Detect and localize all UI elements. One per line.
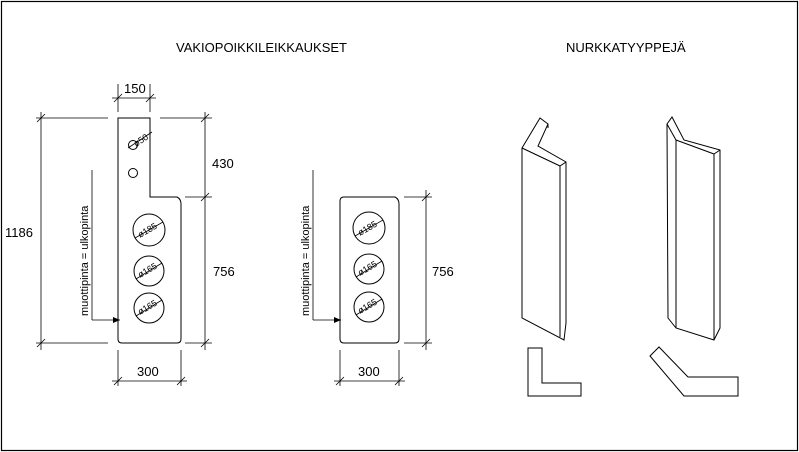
section-b-hole-3: ø165 [353,291,385,323]
section-a-small-hole-label: ø50 [132,132,150,149]
section-b-dim-300: 300 [334,350,405,386]
section-a: ø50 ø185 ø165 ø165 150 [5,81,235,386]
section-b-hole-2: ø165 [353,253,385,285]
section-a-side-note: muottipinta = ulkopinta [79,170,120,323]
section-a-small-hole-2 [128,168,138,178]
standard-sections-heading: VAKIOPOIKKILEIKKAUKSET [176,40,347,55]
section-a-dim-1186: 1186 [5,112,108,350]
section-a-small-hole [128,140,138,150]
svg-text:300: 300 [358,364,380,379]
section-a-small-hole-leader [127,131,153,149]
section-a-hole-2-label: ø165 [136,261,159,280]
corner-2-3d-outline [666,116,721,341]
section-a-hole-3: ø165 [133,292,165,324]
corner-type-2 [649,116,739,397]
section-b-hole-1: ø185 [352,211,386,245]
section-a-hole-1-label: ø185 [136,221,159,240]
section-b-side-note: muottipinta = ulkopinta [300,170,341,323]
svg-text:muottipinta = ulkopinta: muottipinta = ulkopinta [79,205,91,316]
corner-2-plan [649,346,739,397]
section-a-dim-300: 300 [112,350,187,386]
section-a-hole-3-label: ø165 [136,298,159,317]
section-b-outline [339,196,400,344]
svg-text:300: 300 [137,364,159,379]
section-b-hole-2-label: ø165 [356,259,379,278]
section-b-hole-1-label: ø185 [356,219,379,238]
corner-type-1 [521,117,582,397]
section-a-hole-1: ø185 [132,213,166,247]
corner-types-heading: NURKKATYYPPEJÄ [566,40,686,55]
section-b-hole-3-label: ø165 [356,297,379,316]
section-b: ø185 ø165 ø165 300 756 [300,170,454,386]
svg-text:150: 150 [124,81,146,96]
section-a-hole-2: ø165 [133,255,165,287]
section-a-dim-150: 150 [112,81,156,112]
svg-text:1186: 1186 [5,225,33,240]
section-b-dim-756: 756 [404,190,454,350]
section-a-dim-right: 430 756 [160,112,235,350]
svg-text:756: 756 [432,264,454,279]
svg-text:muottipinta = ulkopinta: muottipinta = ulkopinta [300,205,312,316]
section-a-dim-756: 756 [213,264,235,279]
section-a-outline [117,117,182,344]
corner-1-plan [527,347,582,397]
section-a-dim-430: 430 [212,156,234,171]
